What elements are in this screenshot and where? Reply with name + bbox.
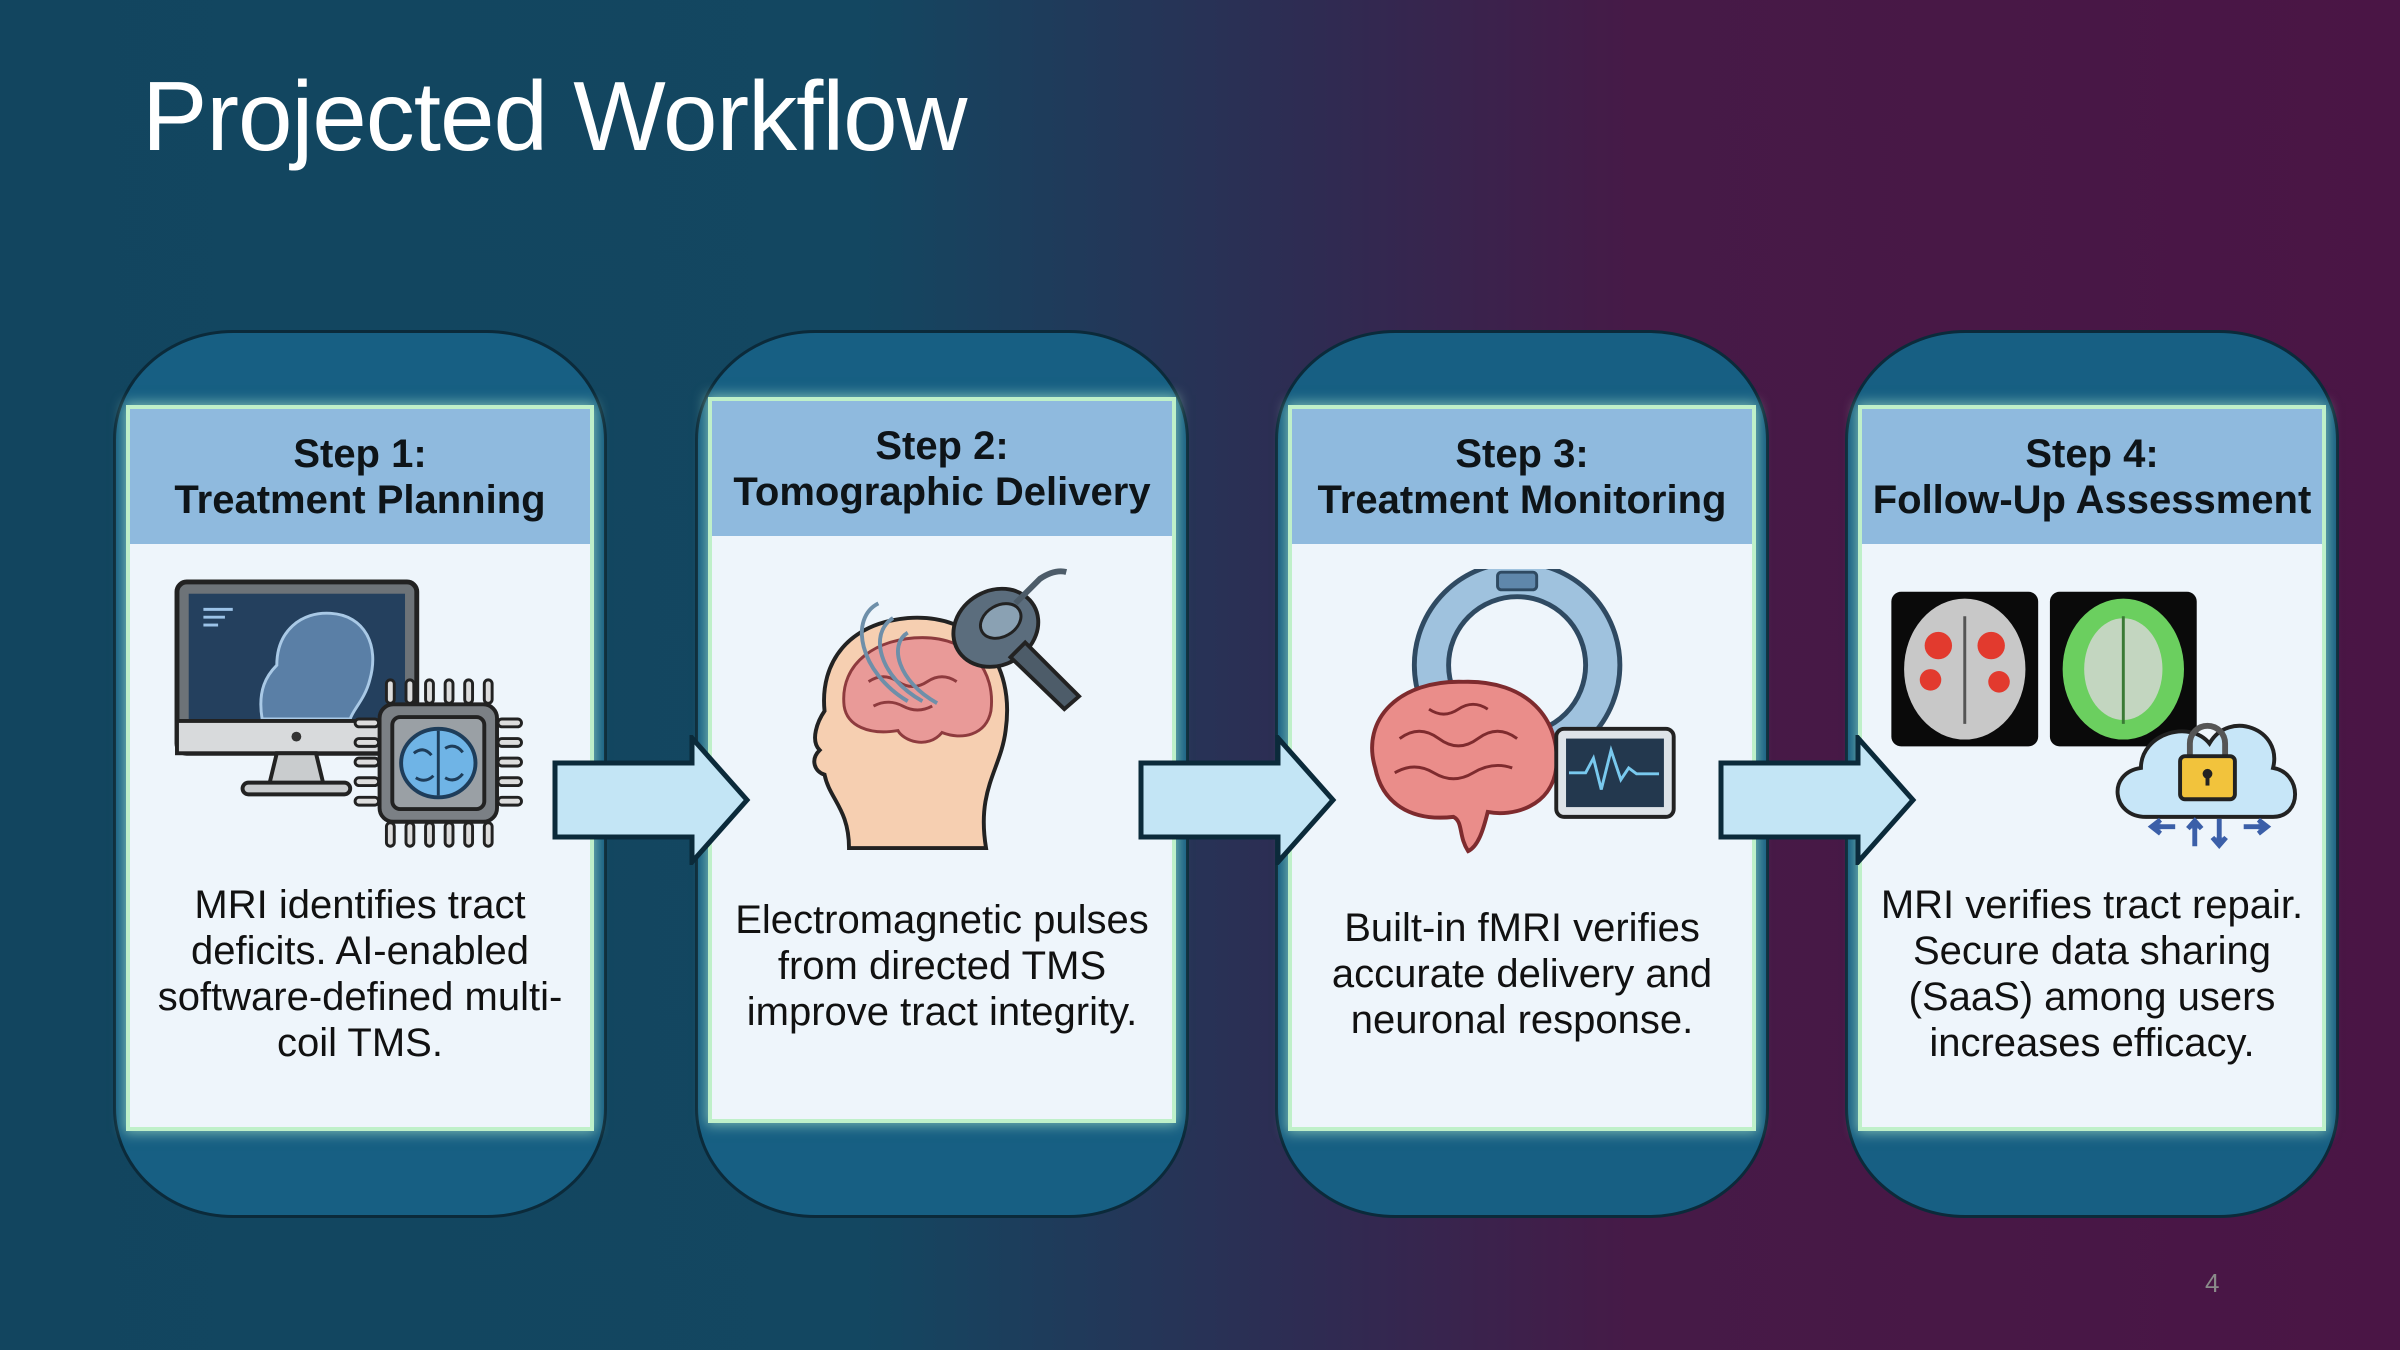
step-description: MRI verifies tract repair. Secure data s… [1880, 883, 2304, 1065]
step-card-2: Step 2: Tomographic Delivery Electromagn… [695, 330, 1189, 1218]
step-title: Treatment Planning [174, 477, 546, 522]
step-header: Step 2: Tomographic Delivery [712, 401, 1172, 536]
step-label: Step 3: [1455, 431, 1589, 476]
step-label: Step 4: [2025, 431, 2159, 476]
right-arrow-icon [1718, 735, 1917, 865]
page-number: 4 [2205, 1268, 2220, 1298]
step-header: Step 3: Treatment Monitoring [1292, 409, 1752, 544]
step-header: Step 1: Treatment Planning [130, 409, 590, 544]
step-card-4: Step 4: Follow-Up Assessment [1845, 330, 2339, 1218]
step-description: MRI identifies tract deficits. AI-enable… [157, 883, 563, 1065]
brain-scans-and-secure-cloud-icon [1862, 569, 2322, 869]
right-arrow-icon [552, 735, 751, 865]
slide-title: Projected Workflow [142, 61, 967, 171]
step-title: Treatment Monitoring [1317, 477, 1727, 522]
step-card-1: Step 1: Treatment Planning [113, 330, 607, 1218]
step-card-3: Step 3: Treatment Monitoring Built-in fM… [1275, 330, 1769, 1218]
step-title: Follow-Up Assessment [1872, 477, 2312, 522]
brain-scanner-with-monitor-icon [1292, 559, 1752, 869]
step-panel: Step 1: Treatment Planning [126, 405, 594, 1131]
step-title: Tomographic Delivery [733, 469, 1151, 514]
head-with-tms-coil-icon [712, 561, 1172, 861]
step-panel: Step 3: Treatment Monitoring Built-in fM… [1288, 405, 1756, 1131]
step-label: Step 1: [293, 431, 427, 476]
step-description: Built-in fMRI verifies accurate delivery… [1331, 906, 1713, 1042]
right-arrow-icon [1138, 735, 1337, 865]
step-label: Step 2: [875, 423, 1009, 468]
step-description: Electromagnetic pulses from directed TMS… [735, 898, 1149, 1034]
step-header: Step 4: Follow-Up Assessment [1862, 409, 2322, 544]
mri-monitor-with-ai-chip-icon [130, 569, 590, 869]
step-panel: Step 4: Follow-Up Assessment [1858, 405, 2326, 1131]
step-panel: Step 2: Tomographic Delivery Electromagn… [708, 397, 1176, 1123]
